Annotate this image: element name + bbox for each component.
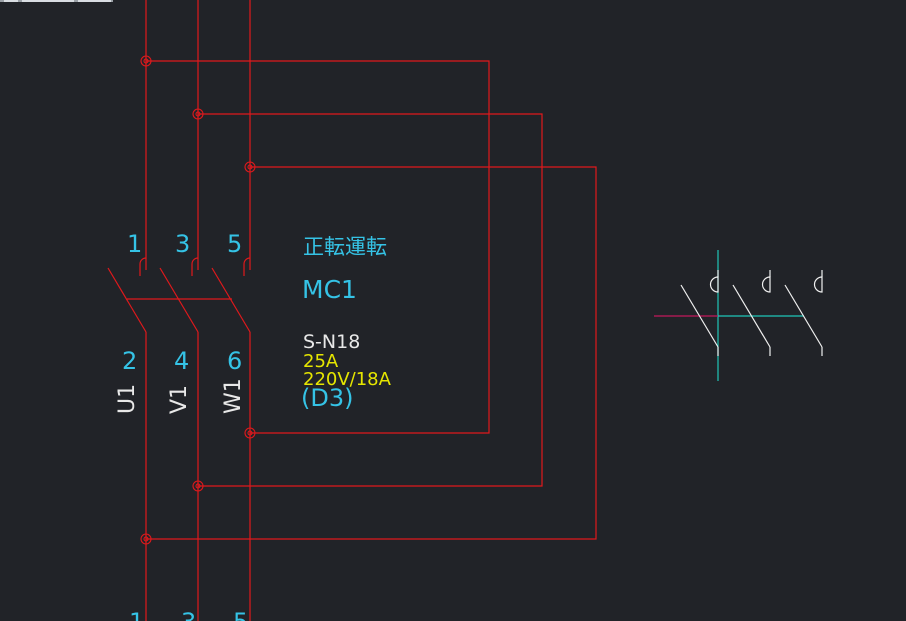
preview-arc	[761, 276, 771, 293]
preview-blade	[732, 284, 771, 348]
loop-l3-upper	[146, 166, 597, 540]
contactor-current[interactable]: 25A	[303, 351, 339, 372]
junction-dots	[140, 55, 256, 545]
phase-labels: U1 V1 W1	[115, 378, 246, 414]
terminal-labels-top: 1 3 5	[127, 230, 242, 258]
junction-dot[interactable]	[140, 55, 152, 67]
vertical-bus-wires	[145, 0, 251, 621]
cursor-crosshair-icon	[654, 250, 804, 381]
blade-5	[211, 267, 251, 333]
phase-label: U1	[115, 384, 140, 414]
junction-dot[interactable]	[192, 108, 204, 120]
junction-dot[interactable]	[244, 161, 256, 173]
preview-arc	[709, 276, 719, 293]
tab-segment[interactable]	[4, 0, 18, 2]
contactor-symbol	[107, 257, 251, 333]
contactor-annotation: 正転運転 MC1 S-N18 25A 220V/18A (D3)	[301, 235, 392, 412]
terminal-label: 4	[174, 347, 189, 375]
arc-contact-1	[139, 257, 147, 276]
terminal-label: 5	[227, 230, 242, 258]
phase-label: V1	[167, 385, 192, 414]
arc-contact-5	[243, 257, 251, 276]
contactor-rating[interactable]: 220V/18A	[303, 369, 392, 390]
contactor-tag[interactable]: MC1	[302, 275, 357, 304]
tab-strip[interactable]	[0, 0, 113, 2]
terminal-labels-bottom: 2 4 6	[122, 347, 242, 375]
contactor-model[interactable]: S-N18	[303, 331, 360, 353]
junction-dot[interactable]	[192, 480, 204, 492]
contactor-location[interactable]: (D3)	[301, 384, 353, 412]
terminal-label: 1	[129, 608, 144, 621]
preview-blade	[784, 284, 823, 348]
blade-1	[107, 267, 147, 333]
terminal-labels-footer: 1 3 5	[129, 608, 248, 621]
arc-contact-3	[191, 257, 199, 276]
loop-l1-upper	[146, 60, 490, 434]
phase-label: W1	[221, 378, 246, 414]
contact-symbol-preview	[680, 270, 823, 356]
terminal-label: 6	[227, 347, 242, 375]
junction-dot[interactable]	[140, 533, 152, 545]
branch-loops	[146, 60, 597, 540]
preview-blade	[680, 284, 719, 348]
terminal-label: 2	[122, 347, 137, 375]
contactor-title[interactable]: 正転運転	[303, 235, 387, 259]
blade-3	[159, 267, 199, 333]
terminal-label: 3	[181, 608, 196, 621]
preview-arc	[813, 276, 823, 293]
terminal-label: 5	[233, 608, 248, 621]
tab-segment[interactable]	[78, 0, 111, 2]
loop-l2-upper	[198, 113, 543, 487]
terminal-label: 1	[127, 230, 142, 258]
terminal-label: 3	[175, 230, 190, 258]
tab-segment[interactable]	[22, 0, 74, 2]
junction-dot[interactable]	[244, 427, 256, 439]
